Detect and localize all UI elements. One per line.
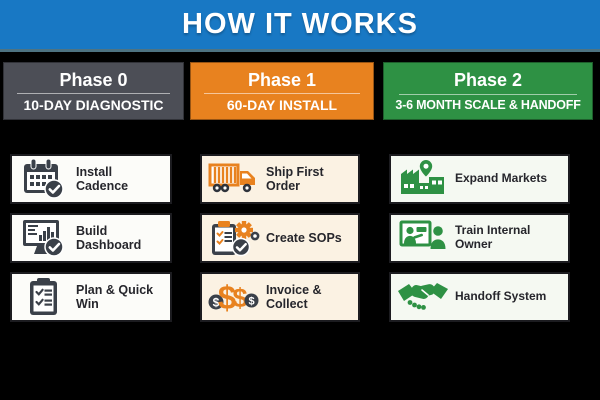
phase-2-header: Phase 2 3-6 MONTH SCALE & HANDOFF: [383, 62, 593, 120]
phase-1-divider: [203, 93, 361, 95]
training-presentation-icon: [397, 218, 449, 258]
card-plan-quick-win: Plan & Quick Win: [10, 272, 172, 322]
svg-text:$: $: [213, 296, 220, 310]
card-label: Invoice & Collect: [266, 282, 322, 311]
card-label: Ship First Order: [266, 164, 324, 193]
dollar-signs-icon: $ $ $ $: [208, 277, 260, 317]
factory-location-pin-icon: [397, 159, 449, 199]
svg-text:$: $: [218, 279, 236, 316]
phase-2-divider: [398, 94, 578, 96]
handshake-icon: [397, 279, 449, 315]
phase-1-subtitle: 60-DAY INSTALL: [226, 97, 338, 114]
phase-0-divider: [16, 93, 171, 95]
card-build-dashboard: Build Dashboard: [10, 213, 172, 263]
card-expand-markets: Expand Markets: [389, 154, 570, 204]
page-title: HOW IT WORKS: [182, 8, 418, 40]
card-label: Train Internal Owner: [455, 223, 531, 251]
dashboard-monitor-check-icon: [18, 217, 70, 259]
cargo-truck-icon: [208, 160, 260, 198]
svg-text:$: $: [248, 296, 254, 308]
card-label: Expand Markets: [455, 171, 548, 186]
card-ship-first-order: Ship First Order: [200, 154, 360, 204]
card-label: Create SOPs: [266, 230, 342, 245]
phase-1-name: Phase 1: [247, 69, 317, 90]
card-create-sops: Create SOPs: [200, 213, 360, 263]
phase-0-name: Phase 0: [59, 69, 128, 90]
card-label: Build Dashboard: [76, 223, 142, 252]
phase-2-name: Phase 2: [453, 70, 523, 91]
card-install-cadence: Install Cadence: [10, 154, 172, 204]
calendar-check-icon: [18, 158, 70, 200]
card-train-internal-owner: Train Internal Owner: [389, 213, 570, 263]
card-invoice-collect: $ $ $ $ Invoice & Collect: [200, 272, 360, 322]
phase-0-subtitle: 10-DAY DIAGNOSTIC: [23, 97, 164, 114]
title-banner: HOW IT WORKS: [0, 0, 600, 52]
checklist-clipboard-icon: [18, 276, 70, 318]
card-handoff-system: Handoff System: [389, 272, 570, 322]
phase-0-header: Phase 0 10-DAY DIAGNOSTIC: [3, 62, 184, 120]
clipboard-gears-check-icon: [208, 217, 260, 259]
card-label: Plan & Quick Win: [76, 282, 154, 311]
phase-1-header: Phase 1 60-DAY INSTALL: [190, 62, 374, 120]
svg-text:$: $: [232, 283, 247, 313]
card-label: Install Cadence: [76, 164, 129, 193]
card-label: Handoff System: [455, 289, 547, 304]
phase-2-subtitle: 3-6 MONTH SCALE & HANDOFF: [395, 98, 581, 113]
